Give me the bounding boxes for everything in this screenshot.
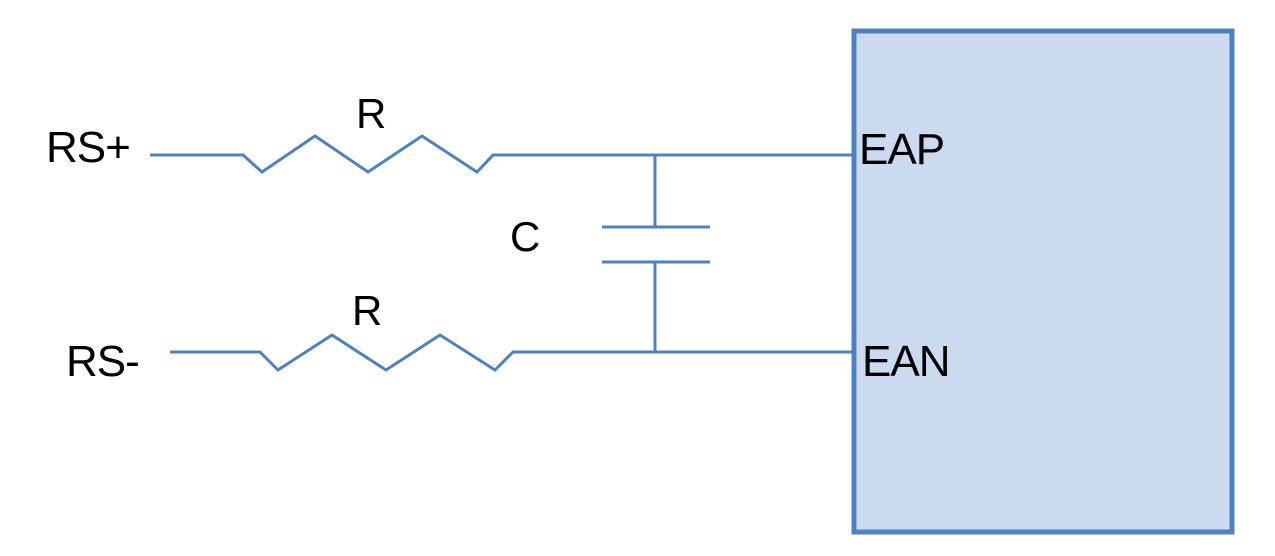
label-resistor-bottom: R xyxy=(352,287,381,334)
label-capacitor: C xyxy=(510,213,539,260)
label-resistor-top: R xyxy=(356,90,385,137)
label-rs-plus: RS+ xyxy=(46,123,130,172)
label-rs-minus: RS- xyxy=(66,337,139,386)
wire-resistor-top xyxy=(150,134,854,174)
wire-resistor-bottom xyxy=(170,333,854,372)
ic-block xyxy=(851,28,1235,535)
label-pin-eap: EAP xyxy=(859,125,944,174)
label-pin-ean: EAN xyxy=(862,337,949,386)
